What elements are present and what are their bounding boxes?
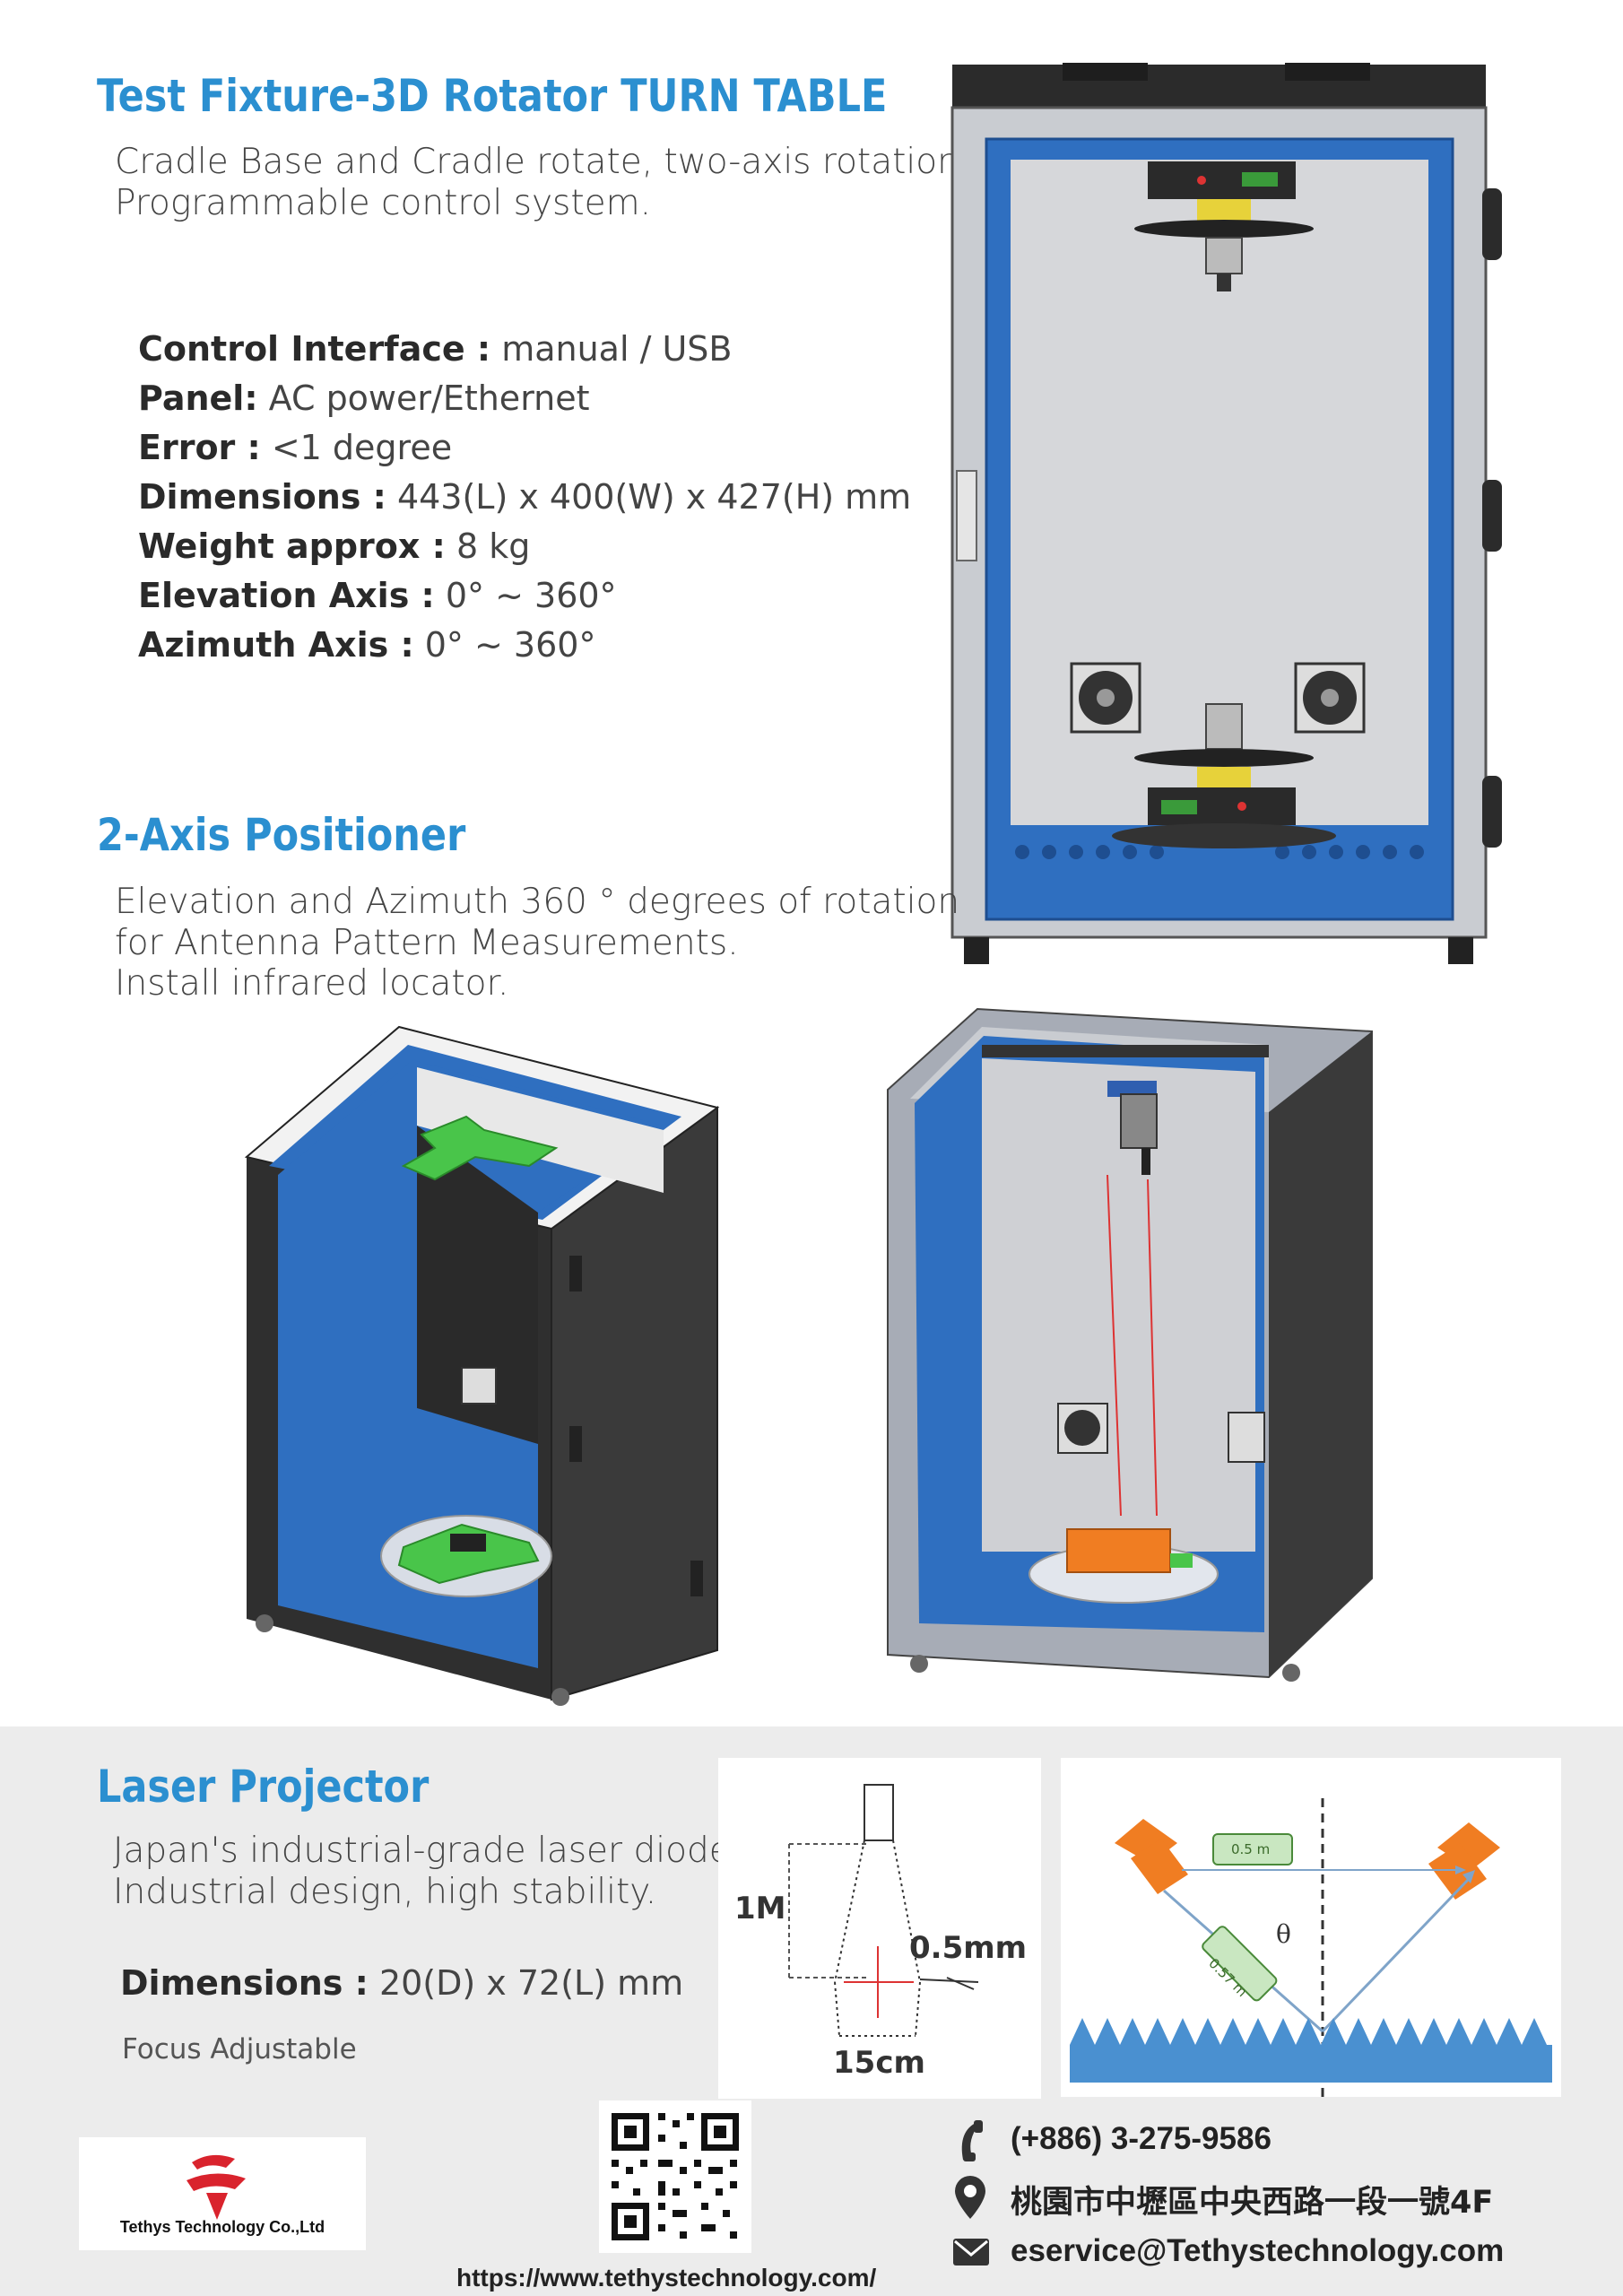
- email-address[interactable]: eservice@Tethystechnology.com: [1011, 2233, 1505, 2268]
- section1-desc-line2: Programmable control system.: [115, 183, 652, 223]
- laser-spot-label: 0.5mm: [909, 1930, 1028, 1966]
- section-title-turn-table: Test Fixture-3D Rotator TURN TABLE: [97, 70, 888, 122]
- laser-note: Focus Adjustable: [122, 2033, 357, 2066]
- section2-desc-line1: Elevation and Azimuth 360 ° degrees of r…: [115, 882, 960, 922]
- chamber-front-view-image: [950, 63, 1502, 964]
- fan-left-icon: [1070, 662, 1141, 734]
- fan-right-icon: [1294, 662, 1366, 734]
- section-title-2-axis-positioner: 2-Axis Positioner: [97, 809, 466, 861]
- laser-distance-label: 1M: [734, 1891, 786, 1926]
- spec-control-interface: Control Interface : manual / USB: [138, 329, 733, 369]
- chamber-isometric-gray-image: [887, 1007, 1373, 1682]
- spec-weight: Weight approx : 8 kg: [138, 526, 531, 566]
- laser-width-label: 15cm: [833, 2045, 925, 2081]
- website-link[interactable]: https://www.tethystechnology.com/: [456, 2264, 877, 2292]
- spec-list: Control Interface : manual / USB Panel: …: [138, 325, 911, 670]
- section2-desc-line3: Install infrared locator.: [115, 963, 509, 1004]
- phone-icon: [950, 2118, 988, 2165]
- company-logo: Tethys Technology Co.,Ltd: [79, 2137, 366, 2250]
- spec-panel: Panel: AC power/Ethernet: [138, 378, 590, 418]
- laser-dimensions: Dimensions : 20(D) x 72(L) mm: [120, 1963, 684, 2003]
- company-name: Tethys Technology Co.,Ltd: [119, 2218, 325, 2236]
- angle-theta-label: θ: [1276, 1919, 1291, 1949]
- angle-horizontal-label: 0.5 m: [1231, 1841, 1271, 1857]
- spec-error: Error : <1 degree: [138, 428, 453, 467]
- email-envelope-icon: [952, 2238, 990, 2266]
- section3-desc-line1: Japan's industrial-grade laser diode.: [113, 1831, 742, 1871]
- section3-desc-line2: Industrial design, high stability.: [113, 1872, 657, 1912]
- tethys-logo-icon: [187, 2154, 246, 2220]
- section2-desc-line2: for Antenna Pattern Measurements.: [115, 923, 739, 963]
- spec-dimensions: Dimensions : 443(L) x 400(W) x 427(H) mm: [138, 477, 912, 517]
- phone-number[interactable]: (+886) 3-275-9586: [1011, 2121, 1271, 2156]
- spec-azimuth-axis: Azimuth Axis : 0° ~ 360°: [138, 625, 596, 665]
- qr-code-icon: [612, 2113, 739, 2240]
- chamber-isometric-dark-image: [244, 1025, 720, 1706]
- section1-desc-line1: Cradle Base and Cradle rotate, two-axis …: [115, 142, 959, 182]
- laser-diagram-panel: 1M 0.5mm 15cm: [718, 1758, 1041, 2099]
- section-title-laser-projector: Laser Projector: [97, 1761, 430, 1813]
- qr-code[interactable]: [599, 2100, 751, 2253]
- spec-elevation-axis: Elevation Axis : 0° ~ 360°: [138, 576, 617, 615]
- angle-diagram-panel: 0.5 m 0.57 m θ: [1061, 1758, 1561, 2097]
- location-pin-icon: [952, 2174, 988, 2221]
- address: 桃園市中壢區中央西路一段一號4F: [1011, 2185, 1494, 2221]
